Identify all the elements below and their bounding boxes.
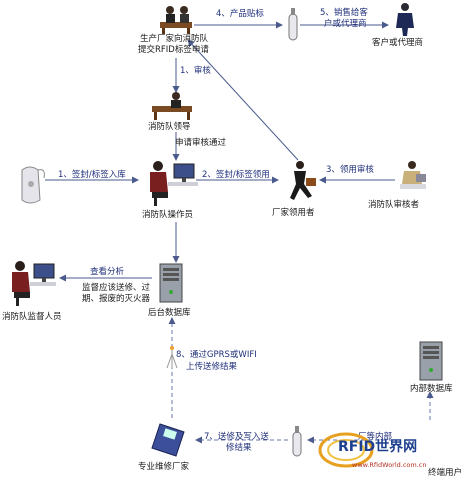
edge-label-upload-2: 上传送修结果	[186, 362, 238, 372]
watermark-brand: RFID世界网	[338, 439, 418, 455]
manufacturer-label-1: 生产厂家向消防队	[140, 34, 209, 44]
edge-label-sell-2: 户或代理商	[324, 19, 367, 29]
repair-rfid-tag-icon	[290, 426, 304, 462]
inspector-label: 消防队监督人员	[2, 312, 62, 322]
edge-label-view-analysis: 查看分析	[90, 267, 125, 277]
wireless-antenna-icon	[166, 344, 178, 372]
manufacturer-label-2: 提交RFID标签申请	[138, 45, 209, 55]
recipient-running-icon	[280, 160, 320, 208]
reviewer-label: 消防队审核者	[368, 200, 420, 210]
operator-label: 消防队操作员	[142, 210, 194, 220]
repair-factory-label: 专业维修厂家	[138, 462, 190, 472]
edge-label-seal-collect: 2、签封/标签领用	[202, 170, 270, 180]
edge-label-review: 1、审核	[180, 66, 211, 76]
approval-label: 申请审核通过	[175, 138, 227, 148]
edge-label-sell-1: 5、销售给客	[320, 8, 368, 18]
edge-label-upload-1: 8、通过GPRS或WIFI	[176, 350, 257, 360]
seal-tag-icon	[16, 164, 46, 210]
edge-label-repair-2: 修结果	[226, 443, 252, 453]
manufacturer-desk-icon	[156, 4, 196, 38]
handheld-reader-icon	[150, 420, 190, 462]
edge-label-seal-store: 1、签封/标签入库	[58, 170, 126, 180]
backend-database-server-icon	[158, 262, 184, 308]
end-user-label: 终端用户	[428, 468, 463, 478]
edge-label-product-tag: 4、产品贴标	[216, 9, 264, 19]
edge-label-repair-1: 7、送修及写入送	[204, 432, 269, 442]
backend-db-label: 后台数据库	[148, 308, 191, 318]
internal-db-label: 内部数据库	[410, 384, 453, 394]
watermark-url: www.RfidWorld.com.cn	[352, 461, 427, 469]
customer-label: 客户或代理商	[372, 38, 424, 48]
edge-label-partial: 厂等内部	[358, 432, 393, 442]
fire-leader-label: 消防队领导	[148, 122, 191, 132]
recipient-label: 厂家领用者	[272, 208, 315, 218]
rfid-tag-icon	[286, 8, 300, 46]
edge-return-to-manufacturer	[187, 39, 299, 161]
supervise-note-1: 监督应该送修、过	[82, 283, 151, 293]
internal-database-server-icon	[418, 340, 444, 386]
rfid-world-watermark-logo	[318, 428, 468, 480]
fire-leader-icon	[150, 92, 194, 124]
reviewer-icon	[398, 160, 428, 200]
inspector-workstation-icon	[8, 260, 58, 312]
supervise-note-2: 期、报废的灭火器	[82, 294, 151, 304]
operator-workstation-icon	[144, 158, 200, 212]
edge-label-collect-review: 3、领用审核	[326, 165, 374, 175]
customer-person-icon	[392, 2, 418, 40]
